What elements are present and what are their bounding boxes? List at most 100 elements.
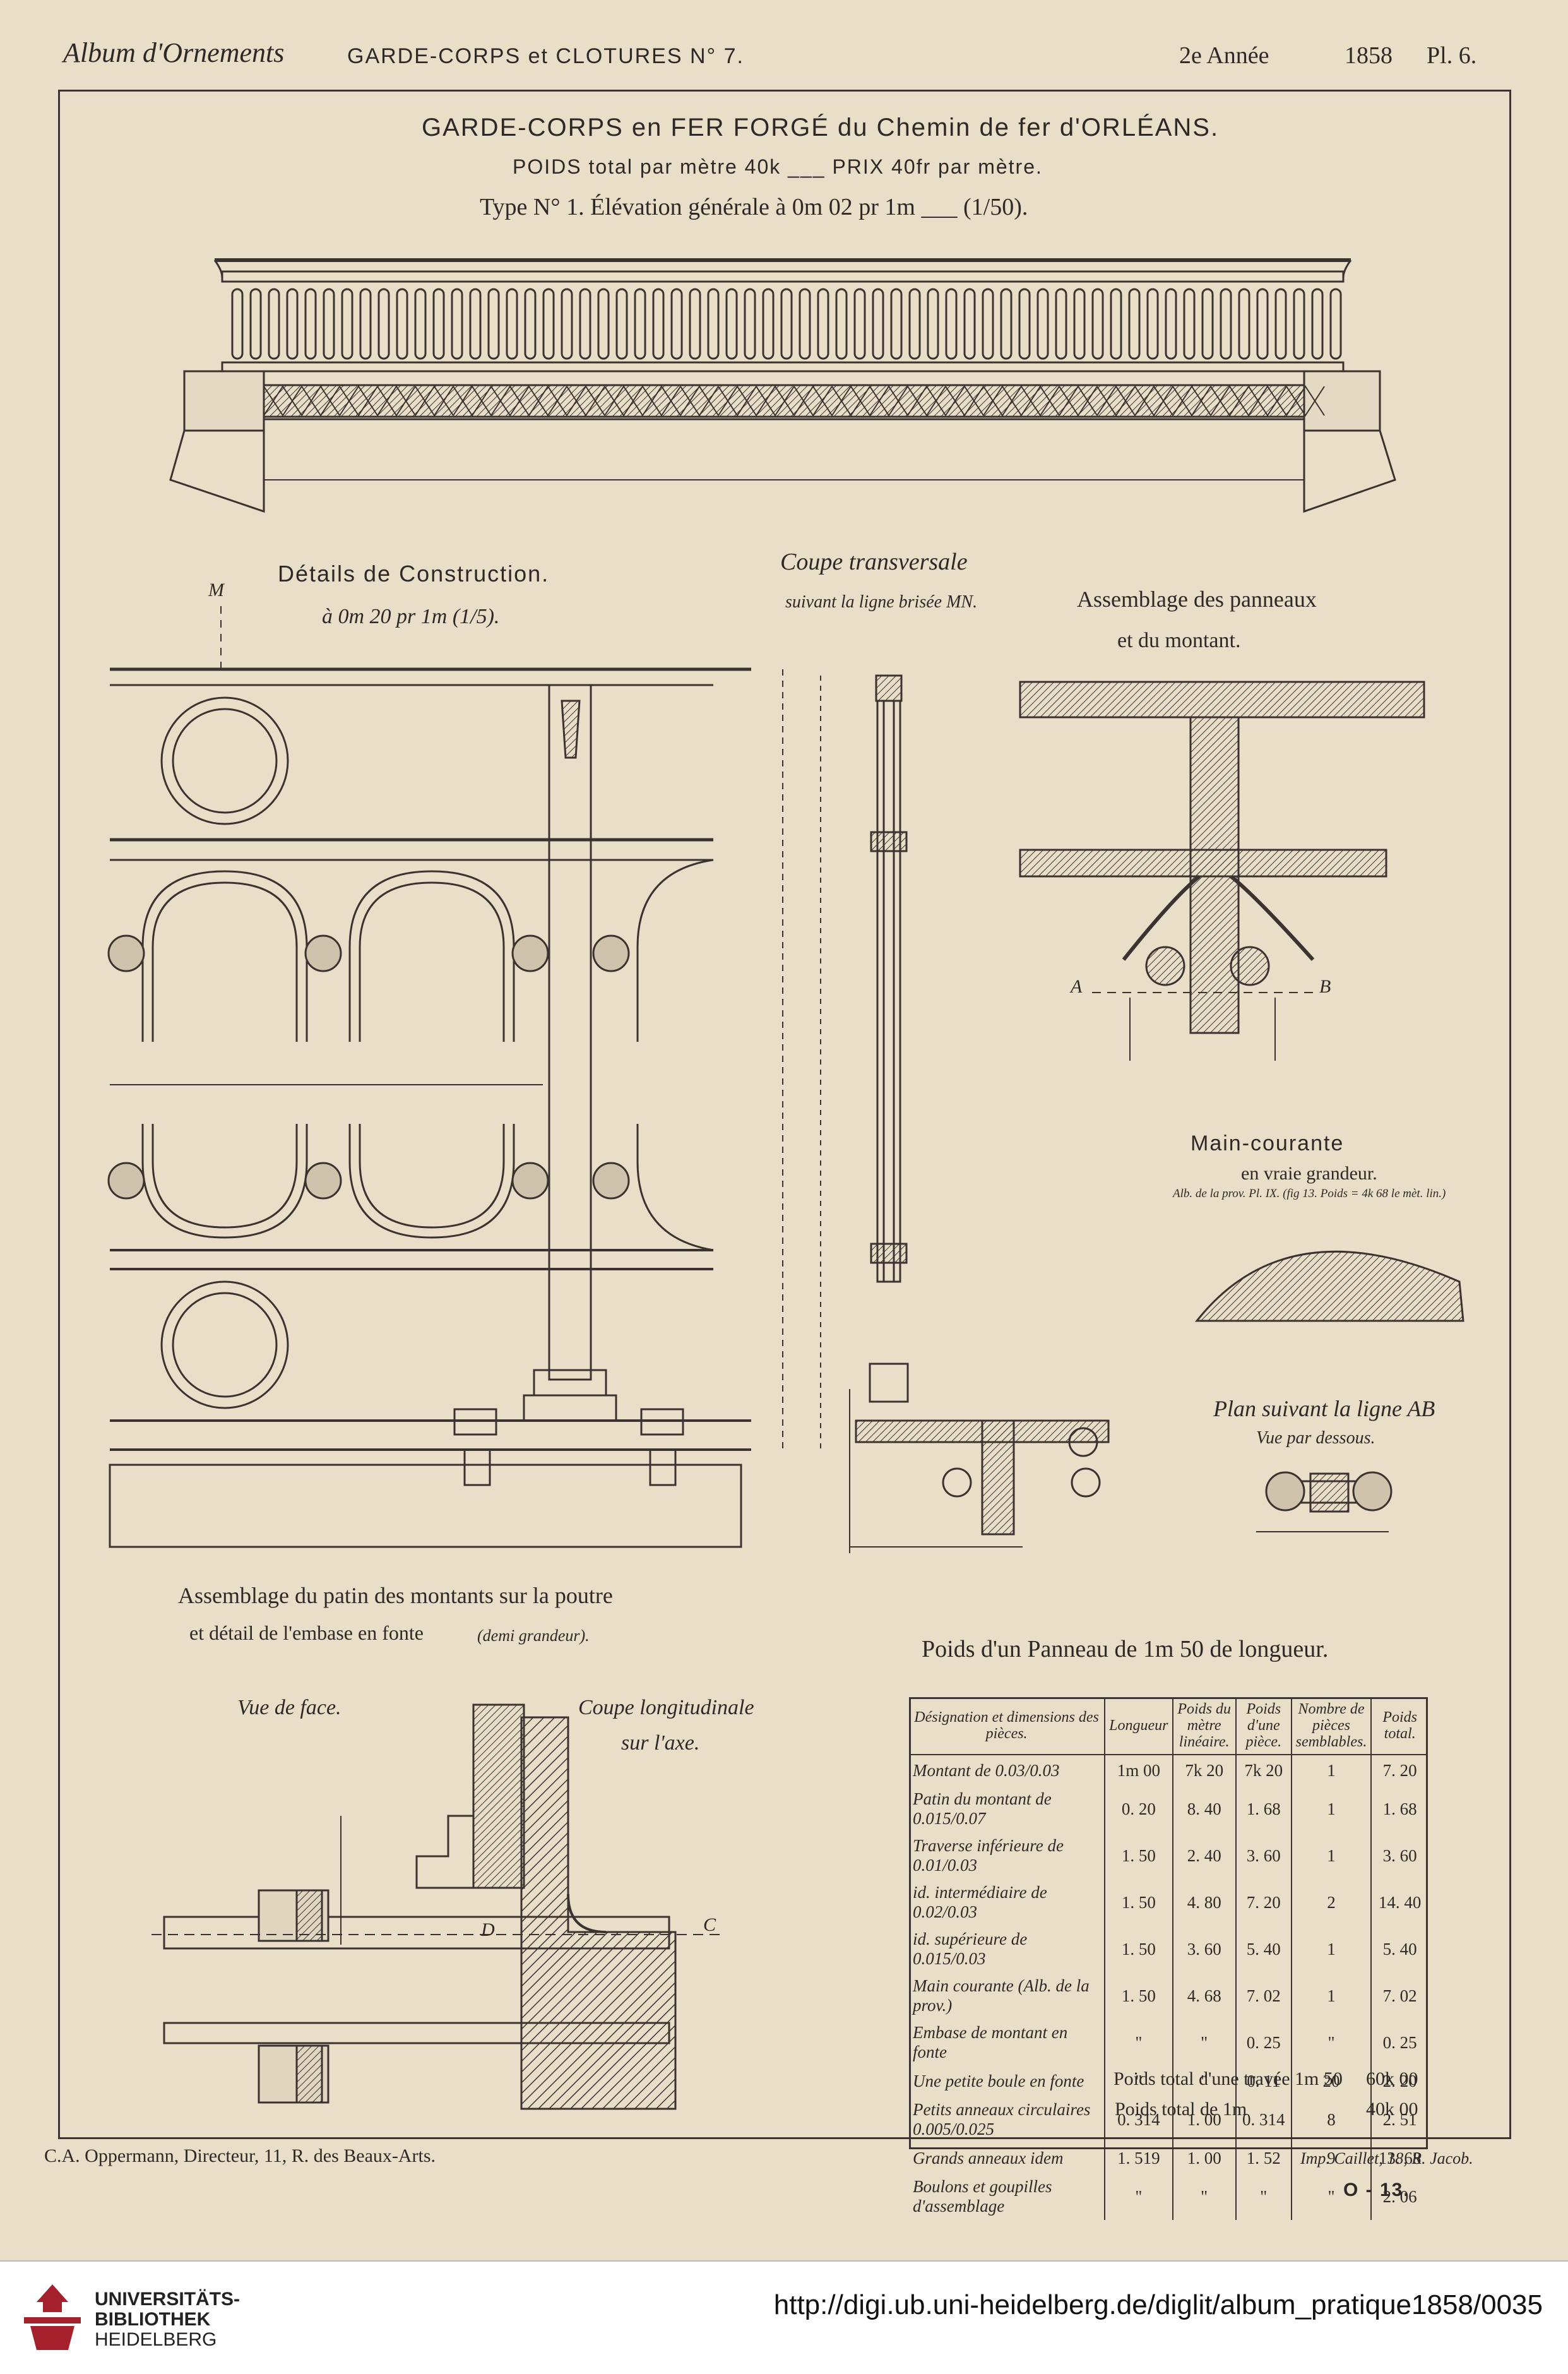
patin-subtitle: et détail de l'embase en fonte (189, 1621, 424, 1644)
baluster-loop (1201, 288, 1214, 360)
col-designation: Désignation et dimensions des pièces. (909, 1697, 1105, 1755)
value-cell: 2. 40 (1172, 1832, 1236, 1879)
elevation-lattice (263, 385, 1325, 417)
year-label: 1858 (1345, 42, 1393, 69)
value-cell: 2. 51 (1370, 2096, 1428, 2143)
baluster-loop (1274, 288, 1287, 360)
value-cell: 0. 25 (1370, 2019, 1428, 2066)
value-cell: 7. 02 (1370, 1972, 1428, 2019)
baluster-loop (1055, 288, 1067, 360)
value-cell: 7. 20 (1370, 1755, 1428, 1786)
library-logo-icon (18, 2279, 87, 2355)
lattice-cross (983, 385, 1022, 417)
lattice-cross (718, 385, 757, 417)
col-poids-total: Poids total. (1370, 1697, 1428, 1755)
lattice-cross (377, 385, 416, 417)
designation-cell: Traverse inférieure de 0.01/0.03 (913, 1836, 1064, 1875)
baluster-loop (744, 288, 756, 360)
lattice-cross (1172, 385, 1211, 417)
value-cell: 2. 20 (1370, 2066, 1428, 2096)
baluster-loop (908, 288, 921, 360)
value-cell: 1 (1290, 1786, 1372, 1832)
lattice-cross (793, 385, 833, 417)
baluster-loop (432, 288, 445, 360)
letter-b: B (1319, 976, 1331, 997)
designation-cell: id. intermédiaire de 0.02/0.03 (913, 1883, 1047, 1921)
plan-subtitle: Vue par dessous. (1256, 1428, 1375, 1448)
lattice-cross (1134, 385, 1173, 417)
value-cell: 1 (1290, 1972, 1372, 2019)
baluster-loop (597, 288, 610, 360)
value-cell: 5. 40 (1235, 1926, 1292, 1972)
value-cell: 1. 519 (1104, 2143, 1173, 2173)
library-line-1: UNIVERSITÄTS- (95, 2289, 241, 2310)
patin-title: Assemblage du patin des montants sur la … (178, 1583, 613, 1608)
source-url-link[interactable]: http://digi.ub.uni-heidelberg.de/diglit/… (773, 2289, 1543, 2320)
lattice-cross (1210, 385, 1249, 417)
value-cell: 5. 40 (1370, 1926, 1428, 1972)
transverse-section (820, 674, 1110, 1553)
baluster-loop (1036, 288, 1049, 360)
value-cell: " (1172, 2019, 1236, 2066)
lattice-cross (263, 385, 302, 417)
baluster-loop (872, 288, 884, 360)
table-row: Embase de montant en fonte""0. 25"0. 25 (909, 2019, 1428, 2066)
value-cell: 14. 40 (1370, 1879, 1428, 1926)
baluster-loop (1220, 288, 1232, 360)
baluster-loop (341, 288, 353, 360)
baluster-loop (1091, 288, 1104, 360)
baluster-loop (1311, 288, 1324, 360)
baluster-loop (853, 288, 866, 360)
baluster-loop (1000, 288, 1013, 360)
patin-assembly (151, 1703, 726, 2110)
value-cell: " (1104, 2066, 1173, 2096)
value-cell: " (1104, 2019, 1173, 2066)
value-cell: 3. 60 (1370, 1832, 1428, 1879)
table-row: Boulons et goupilles d'assemblage""""2. … (909, 2173, 1428, 2220)
value-cell: 4. 80 (1172, 1879, 1236, 1926)
total-metre-value: 40k 00 (1366, 2099, 1418, 2120)
library-name: UNIVERSITÄTS- BIBLIOTHEK HEIDELBERG (95, 2289, 240, 2350)
baluster-loop (1238, 288, 1250, 360)
designation-cell: Montant de 0.03/0.03 (913, 1760, 1060, 1780)
designation-cell: Main courante (Alb. de la prov.) (913, 1976, 1090, 2015)
lattice-cross (490, 385, 530, 417)
designation-cell: Patin du montant de 0.015/0.07 (913, 1789, 1052, 1828)
col-nombre: Nombre de pièces semblables. (1290, 1697, 1372, 1755)
baluster-loop (689, 288, 701, 360)
baluster-loop (542, 288, 555, 360)
baluster-loop (524, 288, 537, 360)
coupe-longitudinale-title: Coupe longitudinale (578, 1696, 754, 1719)
col-poids-piece: Poids d'une pièce. (1235, 1697, 1292, 1755)
value-cell: 2 (1290, 1879, 1372, 1926)
lattice-cross (907, 385, 946, 417)
lattice-cross (869, 385, 908, 417)
total-metre-label: Poids total de 1m (1115, 2099, 1247, 2120)
assemblage-subtitle: et du montant. (1117, 629, 1241, 652)
lattice-cross (1021, 385, 1060, 417)
baluster-loop (780, 288, 793, 360)
lattice-cross (756, 385, 795, 417)
lattice-cross (1096, 385, 1136, 417)
value-cell: 1 (1290, 1755, 1372, 1786)
credit-left: C.A. Oppermann, Directeur, 11, R. des Be… (44, 2145, 436, 2166)
coupe-longitudinale-subtitle: sur l'axe. (621, 1731, 700, 1755)
baluster-loop (1165, 288, 1177, 360)
baluster-loop (506, 288, 518, 360)
value-cell: 2. 06 (1370, 2173, 1428, 2220)
value-cell: " (1172, 2066, 1236, 2096)
baluster-loop (487, 288, 500, 360)
baluster-loop (1018, 288, 1031, 360)
baluster-loop (835, 288, 848, 360)
value-cell: 7k 20 (1172, 1755, 1236, 1786)
value-cell: " (1290, 2173, 1372, 2220)
col-poids-metre: Poids du mètre linéaire. (1172, 1697, 1236, 1755)
value-cell: 8. 40 (1172, 1786, 1236, 1832)
lattice-cross (566, 385, 605, 417)
main-title: GARDE-CORPS en FER FORGÉ du Chemin de fe… (422, 114, 1220, 141)
baluster-loop (982, 288, 994, 360)
coupe-subtitle: suivant la ligne brisée MN. (785, 592, 978, 612)
baluster-loop (304, 288, 317, 360)
